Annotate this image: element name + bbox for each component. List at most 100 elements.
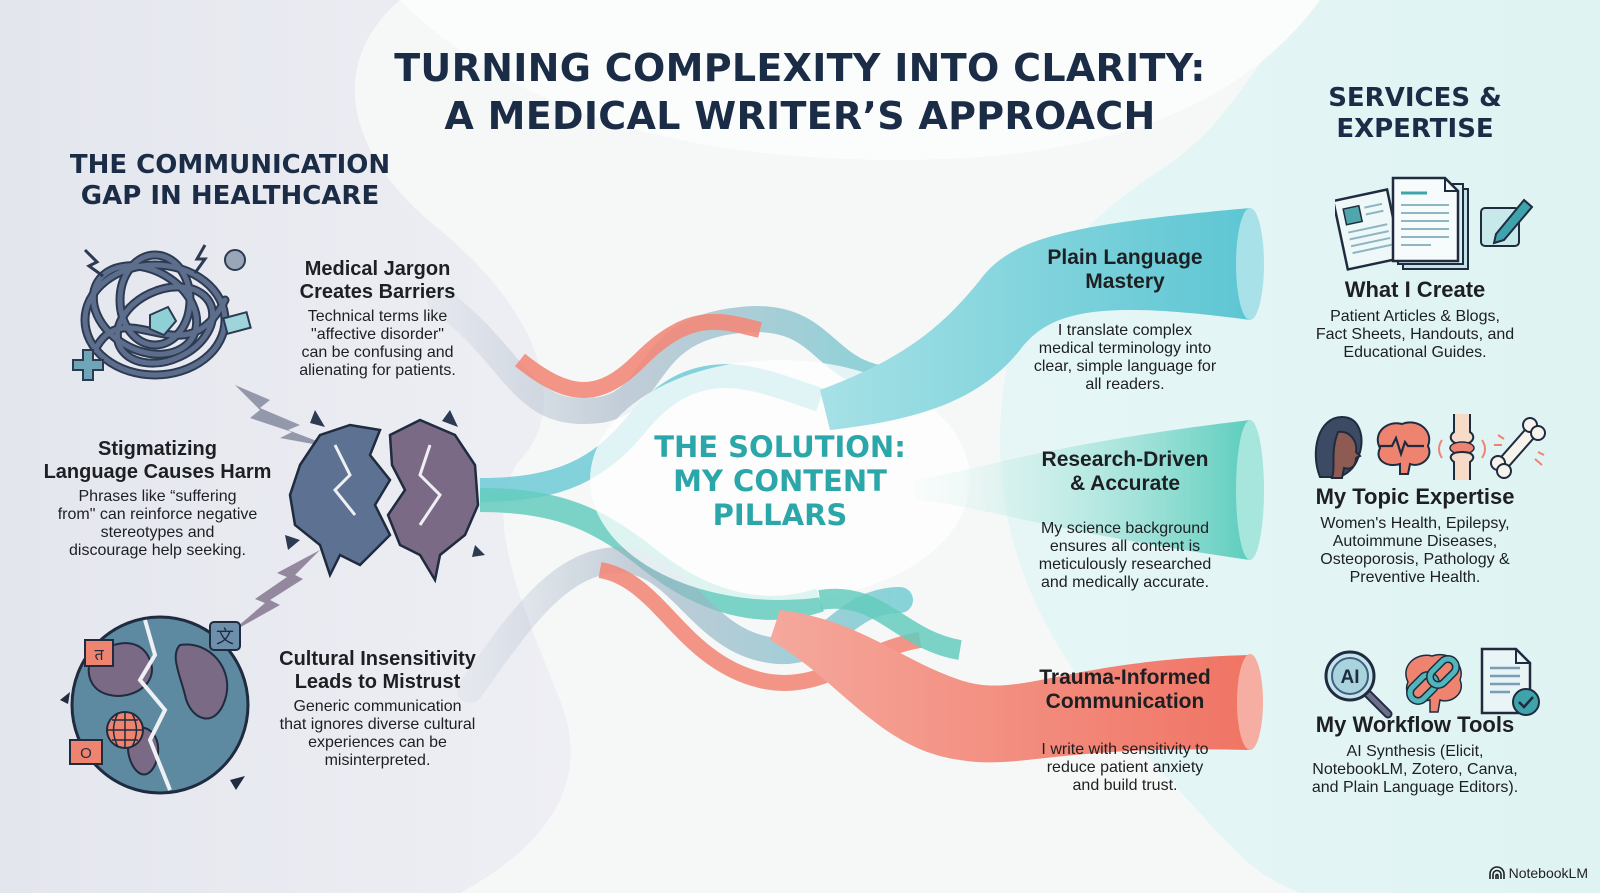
solution-title-line: PILLARS [712, 498, 848, 532]
problem-heading: Medical Jargon Creates Barriers [285, 258, 470, 304]
body-line: ensures all content is [1049, 538, 1201, 555]
body-line: My science background [1040, 520, 1210, 537]
heading-line: & Accurate [1069, 472, 1181, 495]
problem-description: Generic communication that ignores diver… [265, 698, 490, 770]
problem-cultural-insensitivity: Cultural Insensitivity Leads to Mistrust… [265, 648, 490, 770]
services-title: SERVICES & EXPERTISE [1290, 83, 1540, 145]
pen-icon [1480, 198, 1534, 247]
gap-title-line-1: THE COMMUNICATION [69, 150, 391, 180]
solution-title-line: THE SOLUTION: [654, 430, 906, 464]
body-line: stereotypes and [100, 524, 215, 541]
branding-label: NotebookLM [1508, 865, 1588, 881]
problem-description: Phrases like “suffering from" can reinfo… [30, 488, 285, 560]
notebooklm-logo-icon [1488, 866, 1505, 879]
body-line: meticulously researched [1038, 556, 1212, 573]
pillar-research-driven-heading: Research-Driven & Accurate [1020, 448, 1230, 496]
body-line: and build trust. [1072, 777, 1178, 794]
page-title: TURNING COMPLEXITY INTO CLARITY: A MEDIC… [330, 44, 1270, 140]
chinese-glyph: 文 [216, 627, 234, 647]
body-line: experiences can be [308, 734, 447, 751]
broken-speech-bubbles-icon [285, 410, 485, 584]
heading-line: Language Causes Harm [43, 461, 272, 483]
woman-profile-icon [1314, 415, 1363, 479]
services-title-line: EXPERTISE [1336, 114, 1494, 144]
body-line: Women's Health, Epilepsy, [1320, 515, 1510, 532]
service-description: Women's Health, Epilepsy, Autoimmune Dis… [1290, 515, 1540, 587]
problem-stigmatizing-language: Stigmatizing Language Causes Harm Phrase… [30, 438, 285, 560]
body-line: I translate complex [1057, 322, 1193, 339]
communication-gap-title: THE COMMUNICATION GAP IN HEALTHCARE [40, 150, 420, 212]
body-line: Patient Articles & Blogs, [1330, 308, 1500, 325]
brain-link-icon [1405, 653, 1463, 713]
body-line: Educational Guides. [1343, 344, 1487, 361]
body-line: NotebookLM, Zotero, Canva, [1312, 761, 1518, 778]
lightning-bolt-icon [230, 550, 320, 633]
service-heading: My Workflow Tools [1315, 712, 1515, 737]
problem-description: Technical terms like "affective disorder… [285, 308, 470, 380]
service-topic-expertise: My Topic Expertise Women's Health, Epile… [1290, 484, 1540, 587]
ai-label: AI [1341, 667, 1360, 688]
pillar-plain-language-heading: Plain Language Mastery [1020, 246, 1230, 294]
service-description: AI Synthesis (Elicit, NotebookLM, Zotero… [1290, 743, 1540, 797]
problem-heading: Cultural Insensitivity Leads to Mistrust [265, 648, 490, 694]
body-line: "affective disorder" [311, 326, 444, 343]
title-line-2: A MEDICAL WRITER’S APPROACH [444, 94, 1156, 138]
documents-icon [1335, 176, 1469, 271]
body-line: Phrases like “suffering [78, 488, 237, 505]
body-line: all readers. [1085, 376, 1165, 393]
pillar-research-driven-description: My science background ensures all conten… [1015, 520, 1235, 592]
pillar-trauma-informed-heading: Trauma-Informed Communication [1020, 666, 1230, 714]
heading-line: Leads to Mistrust [294, 671, 461, 693]
heading-line: Trauma-Informed [1039, 666, 1211, 689]
solution-title-line: MY CONTENT [673, 464, 887, 498]
heading-line: Cultural Insensitivity [279, 648, 476, 670]
solution-title: THE SOLUTION: MY CONTENT PILLARS [640, 430, 920, 532]
body-line: AI Synthesis (Elicit, [1346, 743, 1484, 760]
speech-glyph: O [80, 745, 92, 762]
body-line: reduce patient anxiety [1046, 759, 1204, 776]
bone-icon [1490, 417, 1546, 479]
body-line: from" can reinforce negative [57, 506, 258, 523]
devanagari-glyph: त [94, 647, 104, 664]
heading-line: Mastery [1085, 270, 1165, 293]
lightning-bolt-icon [235, 385, 335, 448]
title-line-1: TURNING COMPLEXITY INTO CLARITY: [394, 46, 1206, 90]
heading-line: Research-Driven [1041, 448, 1209, 471]
body-line: and medically accurate. [1040, 574, 1210, 591]
pillar-trauma-informed-description: I write with sensitivity to reduce patie… [1015, 741, 1235, 795]
document-check-icon [1480, 647, 1540, 716]
ai-search-icon: AI [1324, 650, 1393, 719]
body-line: misinterpreted. [324, 752, 431, 769]
body-line: Generic communication [293, 698, 462, 715]
cracked-globe-icon: त 文 O [60, 615, 250, 795]
body-line: can be confusing and [301, 344, 454, 361]
services-title-line: SERVICES & [1328, 83, 1502, 113]
body-line: and Plain Language Editors). [1311, 779, 1519, 796]
body-line: I write with sensitivity to [1041, 741, 1209, 758]
body-line: medical terminology into [1038, 340, 1212, 357]
body-line: alienating for patients. [299, 362, 456, 379]
gap-title-line-2: GAP IN HEALTHCARE [80, 181, 380, 211]
body-line: Autoimmune Diseases, [1332, 533, 1498, 550]
tangled-knot-icon [72, 244, 252, 381]
pillar-plain-language-description: I translate complex medical terminology … [1015, 322, 1235, 394]
heading-line: Stigmatizing [98, 438, 217, 460]
problem-medical-jargon: Medical Jargon Creates Barriers Technica… [285, 258, 470, 380]
service-heading: My Topic Expertise [1315, 484, 1515, 509]
body-line: clear, simple language for [1033, 358, 1217, 375]
body-line: Osteoporosis, Pathology & [1320, 551, 1510, 568]
service-what-i-create: What I Create Patient Articles & Blogs, … [1290, 277, 1540, 362]
body-line: discourage help seeking. [68, 542, 246, 559]
brain-pulse-icon [1376, 421, 1431, 475]
heading-line: Creates Barriers [299, 281, 456, 303]
body-line: Fact Sheets, Handouts, and [1315, 326, 1515, 343]
service-description: Patient Articles & Blogs, Fact Sheets, H… [1290, 308, 1540, 362]
service-heading: What I Create [1344, 277, 1486, 302]
body-line: that ignores diverse cultural [279, 716, 476, 733]
joint-icon [1438, 414, 1486, 480]
problem-heading: Stigmatizing Language Causes Harm [30, 438, 285, 484]
heading-line: Communication [1045, 690, 1205, 713]
body-line: Technical terms like [307, 308, 448, 325]
heading-line: Plain Language [1047, 246, 1203, 269]
heading-line: Medical Jargon [304, 258, 451, 280]
